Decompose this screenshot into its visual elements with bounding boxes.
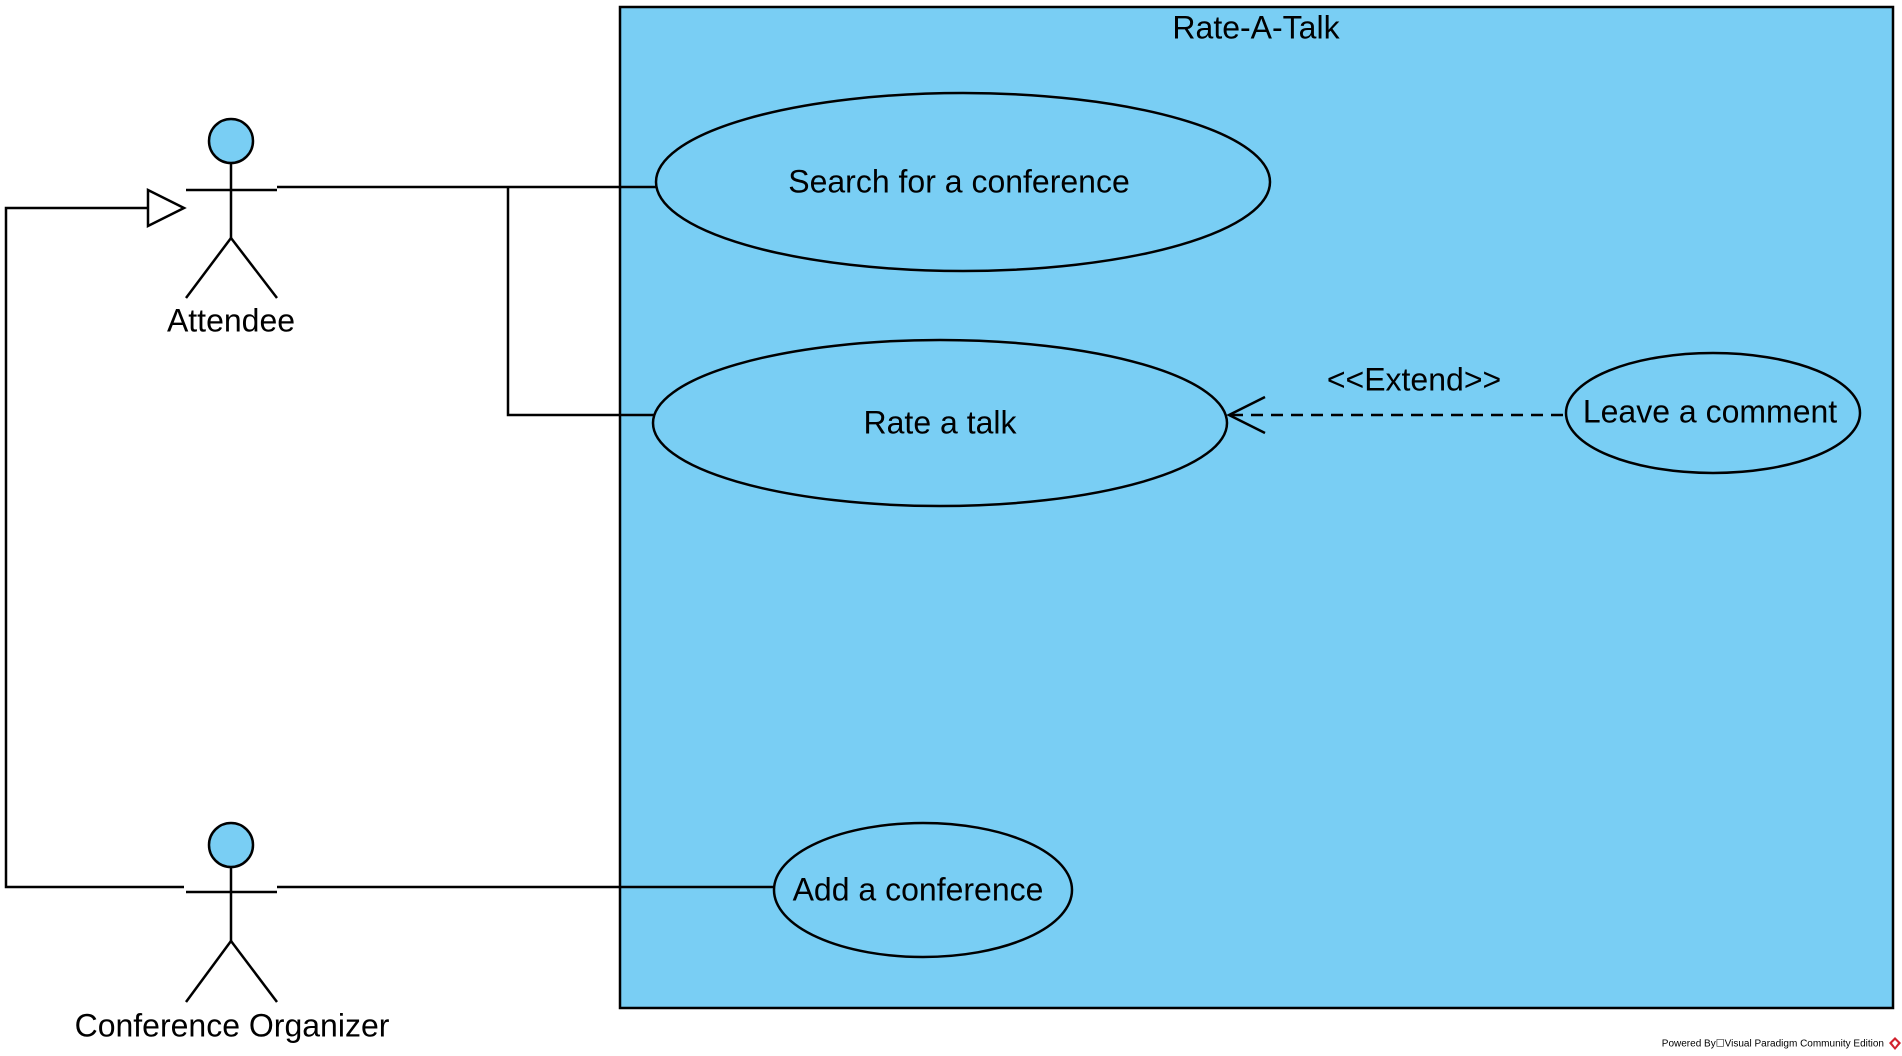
actor-leg-right — [230, 940, 278, 1003]
association-lines — [4, 185, 774, 889]
powered-by-footer: Powered By☐Visual Paradigm Community Edi… — [1662, 1039, 1884, 1050]
use-case-label: Rate a talk — [864, 404, 1018, 440]
actor-leg-left — [184, 940, 233, 1003]
actor-leg-right — [230, 237, 278, 299]
generalization-organizer-attendee[interactable] — [4, 206, 184, 889]
use-case-add-a-conference[interactable]: Add a conference — [772, 821, 1074, 959]
actor-conference-organizer[interactable] — [184, 821, 278, 1003]
extend-relationship[interactable]: <<Extend>> — [1226, 361, 1563, 435]
use-case-leave-a-comment[interactable]: Leave a comment — [1564, 351, 1862, 475]
use-case-label: Add a conference — [793, 871, 1044, 907]
generalization-arrowhead-icon — [146, 187, 187, 229]
system-boundary-title: Rate-A-Talk — [1172, 9, 1340, 45]
actor-attendee-name: Attendee — [167, 302, 295, 338]
use-case-search-for-a-conference[interactable]: Search for a conference — [654, 91, 1272, 273]
extend-stereotype-label: <<Extend>> — [1327, 361, 1501, 397]
actor-leg-left — [185, 237, 232, 299]
use-case-ellipse — [772, 821, 1074, 959]
use-case-label: Search for a conference — [788, 163, 1130, 199]
use-case-label: Leave a comment — [1583, 393, 1837, 429]
use-case-ellipse — [651, 338, 1229, 508]
use-case-ellipse — [1564, 351, 1862, 475]
actor-attendee[interactable] — [185, 117, 278, 299]
use-case-ellipse — [654, 91, 1272, 273]
association-attendee-rate[interactable] — [506, 187, 654, 417]
use-case-rate-a-talk[interactable]: Rate a talk — [651, 338, 1229, 508]
actor-conference-organizer-name: Conference Organizer — [75, 1007, 390, 1043]
extend-open-arrowhead-icon — [1226, 395, 1266, 435]
visual-paradigm-logo-icon — [1889, 1037, 1901, 1050]
actor-head-icon — [207, 117, 255, 165]
actor-head-icon — [207, 821, 255, 869]
